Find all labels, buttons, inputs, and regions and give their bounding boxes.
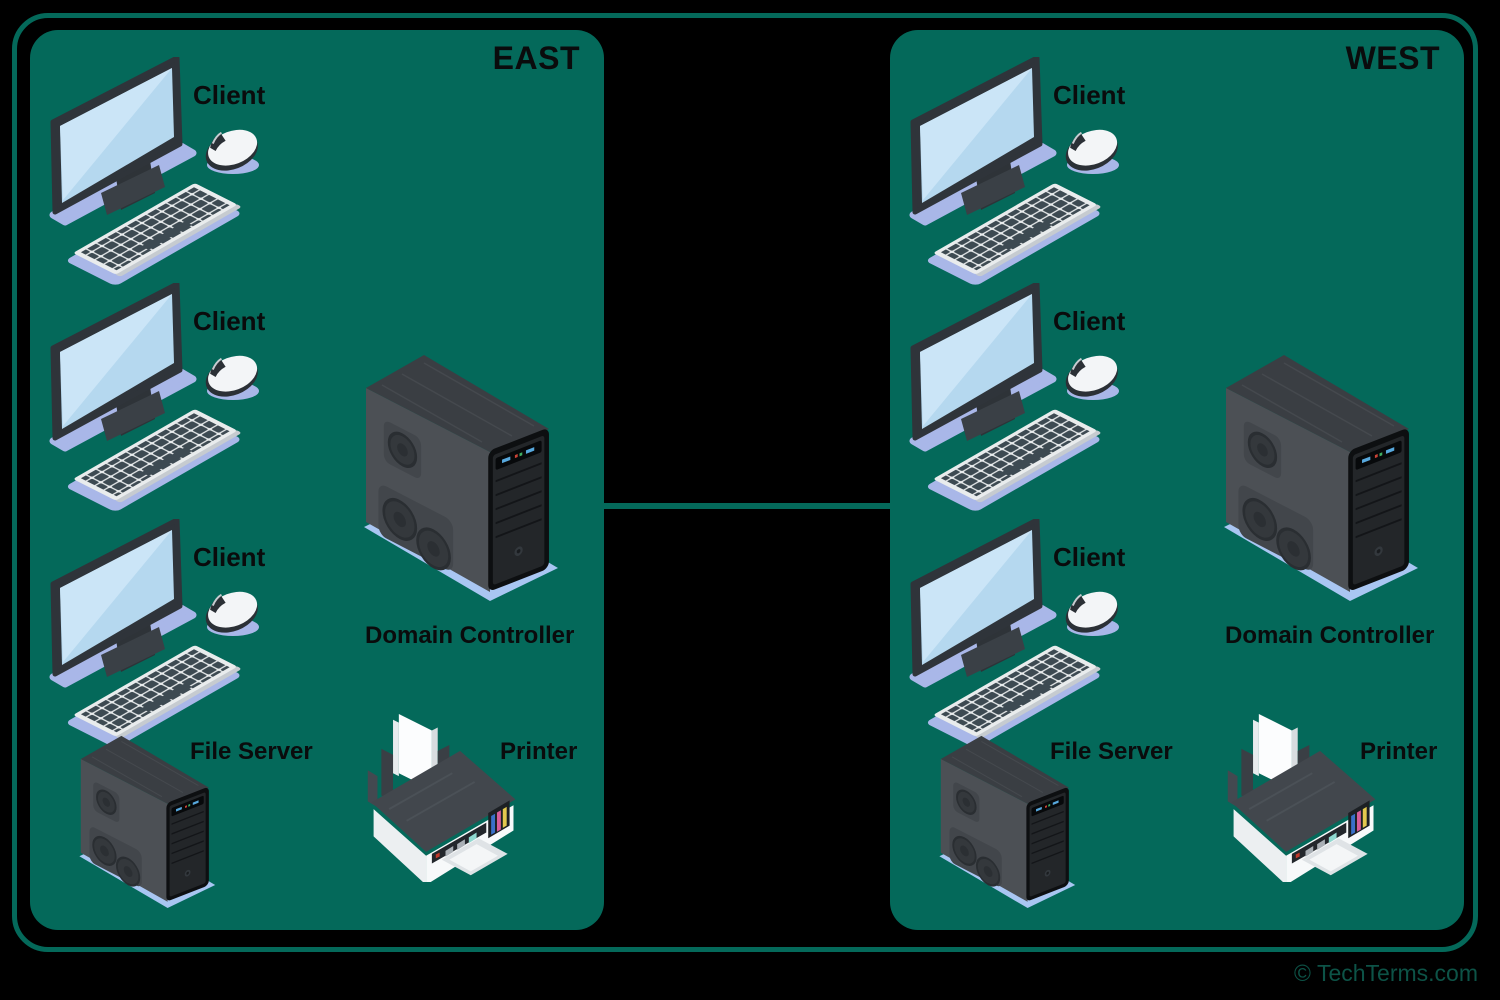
domain-controller-label: Domain Controller (1225, 622, 1435, 649)
client-label: Client (1053, 80, 1126, 110)
printer-label: Printer (500, 738, 578, 765)
file-server-label: File Server (1050, 738, 1173, 765)
inter-domain-connector-line (602, 503, 892, 509)
domain-panel-west: WEST Client Client Client Domain Control… (890, 30, 1464, 930)
client-label: Client (193, 80, 266, 110)
copyright-text: © TechTerms.com (1294, 960, 1478, 986)
diagram-outer-border (12, 13, 1478, 952)
domain-name-label: WEST (1345, 40, 1440, 76)
domain-controller-tower-icon (362, 353, 560, 603)
client-label: Client (1053, 542, 1126, 572)
domain-controller-tower-icon (1222, 353, 1420, 603)
printer-label: Printer (1360, 738, 1438, 765)
client-label: Client (193, 306, 266, 336)
domain-panel-east: EAST Client Client Client Domain Control… (30, 30, 604, 930)
domain-name-label: EAST (492, 40, 580, 76)
client-label: Client (193, 542, 266, 572)
domain-controller-label: Domain Controller (365, 622, 575, 649)
file-server-label: File Server (190, 738, 313, 765)
client-label: Client (1053, 306, 1126, 336)
